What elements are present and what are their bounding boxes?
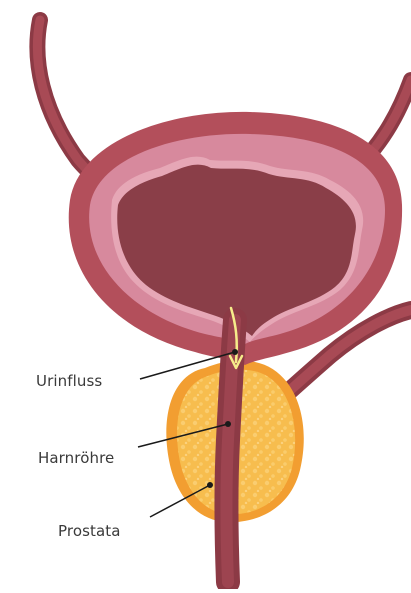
leader-dot-harnroehre [225,421,231,427]
prostate-label: Prostata [58,522,121,540]
urine-flow-label: Urinfluss [36,372,102,390]
leader-dot-prostata [207,482,213,488]
leader-dot-urinfluss [232,349,238,355]
urethra-label: Harnröhre [38,449,114,467]
